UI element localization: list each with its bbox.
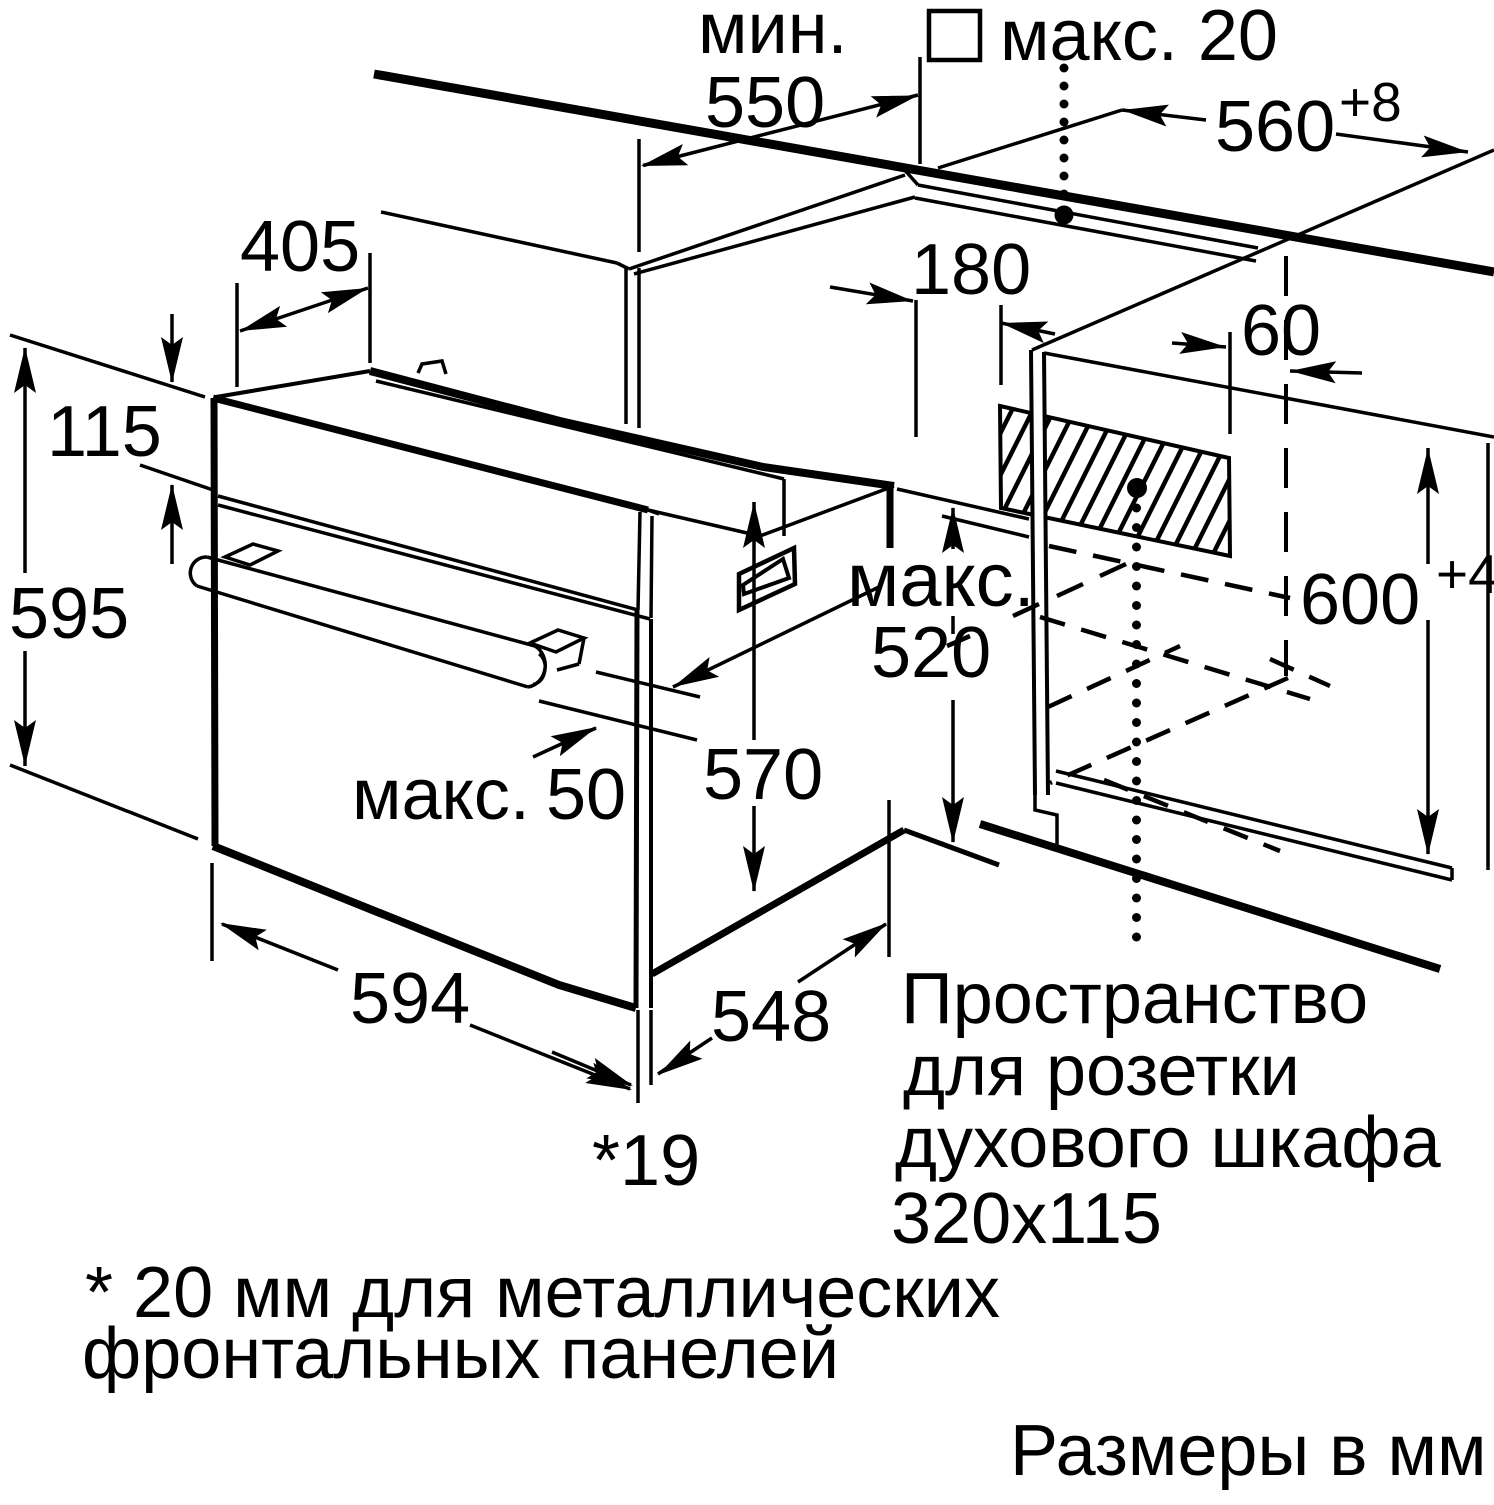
svg-text:180: 180 xyxy=(911,230,1031,310)
svg-text:+4: +4 xyxy=(1436,543,1494,605)
svg-text:520: 520 xyxy=(871,613,991,693)
svg-text:мин.: мин. xyxy=(698,0,847,69)
svg-text:405: 405 xyxy=(240,207,360,287)
svg-text:*19: *19 xyxy=(592,1121,700,1201)
svg-text:фронтальных панелей: фронтальных панелей xyxy=(82,1314,839,1394)
svg-text:548: 548 xyxy=(711,977,831,1057)
svg-text:594: 594 xyxy=(350,959,470,1039)
svg-text:570: 570 xyxy=(703,735,823,815)
svg-text:+8: +8 xyxy=(1339,71,1402,133)
svg-text:макс.: макс. xyxy=(847,538,1035,623)
svg-text:духового шкафа: духового шкафа xyxy=(895,1103,1442,1183)
svg-text:60: 60 xyxy=(1241,291,1321,371)
svg-text:595: 595 xyxy=(9,574,129,654)
svg-text:550: 550 xyxy=(705,63,825,143)
svg-text:макс. 20: макс. 20 xyxy=(1000,0,1278,76)
svg-text:115: 115 xyxy=(47,392,162,472)
svg-text:320x115: 320x115 xyxy=(891,1179,1162,1259)
svg-text:* 20 мм для металлических: * 20 мм для металлических xyxy=(85,1253,1000,1333)
svg-text:50: 50 xyxy=(546,755,626,835)
svg-text:560: 560 xyxy=(1215,87,1335,167)
svg-text:Пространство: Пространство xyxy=(901,959,1368,1039)
svg-text:600: 600 xyxy=(1300,560,1420,640)
svg-text:Размеры в мм: Размеры в мм xyxy=(1010,1411,1486,1491)
svg-text:для розетки: для розетки xyxy=(903,1031,1300,1111)
svg-text:макс.: макс. xyxy=(352,755,530,835)
